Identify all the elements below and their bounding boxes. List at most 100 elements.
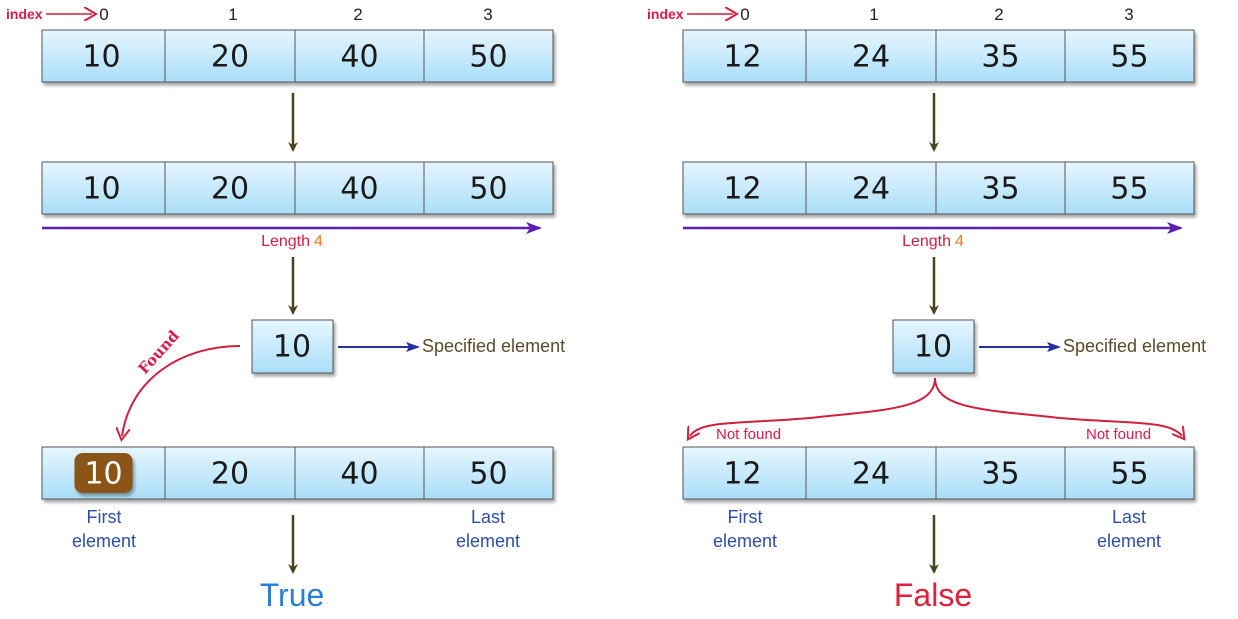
first-element-label: First xyxy=(87,507,122,527)
array-copy-frame xyxy=(41,161,554,215)
array-cell: 40 xyxy=(294,162,379,214)
not-found-right-arrow-icon xyxy=(934,377,1182,436)
specified-element-label: Specified element xyxy=(422,336,565,356)
search-value: 10 xyxy=(273,330,311,365)
cell-value: 10 xyxy=(82,40,120,75)
array-cell: 12 xyxy=(723,40,761,75)
search-element-box xyxy=(251,319,334,374)
result-label: False xyxy=(894,577,972,613)
array-copy: 12 24 35 55 xyxy=(682,161,1195,215)
index-number: 2 xyxy=(353,5,362,24)
array-cell: 10 xyxy=(74,453,133,493)
cell-value: 12 xyxy=(723,457,761,492)
found-arrow-icon xyxy=(122,345,241,436)
last-element-label: element xyxy=(1097,531,1161,551)
array-cell: 20 xyxy=(164,162,249,214)
index-number: 1 xyxy=(869,5,878,24)
array-cell: 55 xyxy=(1064,162,1149,214)
cell-value: 35 xyxy=(981,40,1019,75)
not-found-left-arrow-icon xyxy=(690,377,936,436)
cell-value: 55 xyxy=(1110,172,1148,207)
last-element-label: Last xyxy=(1112,507,1146,527)
length-label: Length xyxy=(902,233,951,250)
search-array-frame xyxy=(682,446,1195,500)
array-cell: 12 xyxy=(723,172,761,207)
cell-value: 40 xyxy=(340,172,378,207)
array-cell: 24 xyxy=(805,447,890,499)
cell-value: 10 xyxy=(84,457,122,492)
first-element-label: element xyxy=(713,531,777,551)
specified-element-label: Specified element xyxy=(1063,336,1206,356)
array-cell: 55 xyxy=(1064,30,1149,82)
array-cell: 20 xyxy=(164,447,249,499)
cell-value: 20 xyxy=(211,40,249,75)
cell-value: 40 xyxy=(340,457,378,492)
result-label: True xyxy=(260,577,325,613)
index-number: 2 xyxy=(994,5,1003,24)
cell-value: 55 xyxy=(1110,457,1148,492)
array-cell: 35 xyxy=(935,30,1020,82)
cell-value: 50 xyxy=(469,172,507,207)
length-label: Length xyxy=(261,233,310,250)
cell-value: 12 xyxy=(723,172,761,207)
cell-value: 50 xyxy=(469,457,507,492)
cell-value: 50 xyxy=(469,40,507,75)
array-cell: 55 xyxy=(1064,447,1149,499)
input-array: 10 20 40 50 xyxy=(41,29,554,83)
found-highlight xyxy=(74,453,133,493)
cell-value: 24 xyxy=(852,457,890,492)
array-cell: 50 xyxy=(423,162,508,214)
index-number: 0 xyxy=(740,5,749,24)
index-number: 3 xyxy=(1124,5,1133,24)
array-cell: 50 xyxy=(423,30,508,82)
cell-value: 55 xyxy=(1110,40,1148,75)
input-array: 12 24 35 55 xyxy=(682,29,1195,83)
array-cell: 20 xyxy=(164,30,249,82)
index-number: 1 xyxy=(228,5,237,24)
input-array-frame xyxy=(682,29,1195,83)
array-cell: 35 xyxy=(935,447,1020,499)
array-cell: 12 xyxy=(723,457,761,492)
search-array: 10 20 40 50 xyxy=(41,446,554,500)
search-value: 10 xyxy=(914,330,952,365)
cell-value: 10 xyxy=(82,172,120,207)
cell-value: 24 xyxy=(852,40,890,75)
array-cell: 50 xyxy=(423,447,508,499)
array-copy: 10 20 40 50 xyxy=(41,161,554,215)
not-found-label-left: Not found xyxy=(716,426,781,443)
first-element-label: First xyxy=(728,507,763,527)
length-value: 4 xyxy=(955,233,964,250)
array-copy-frame xyxy=(682,161,1195,215)
cell-value: 20 xyxy=(211,172,249,207)
length-value: 4 xyxy=(314,233,323,250)
index-number: 0 xyxy=(99,5,108,24)
array-cell: 10 xyxy=(82,172,120,207)
last-element-label: Last xyxy=(471,507,505,527)
array-cell: 24 xyxy=(805,162,890,214)
search-array: 12 24 35 55 xyxy=(682,446,1195,500)
array-cell: 40 xyxy=(294,30,379,82)
cell-value: 24 xyxy=(852,172,890,207)
cell-value: 35 xyxy=(981,172,1019,207)
search-element-box xyxy=(892,319,975,374)
array-cell: 24 xyxy=(805,30,890,82)
index-label: index xyxy=(647,6,684,22)
array-cell: 40 xyxy=(294,447,379,499)
first-element-label: element xyxy=(72,531,136,551)
cell-value: 12 xyxy=(723,40,761,75)
cell-value: 35 xyxy=(981,457,1019,492)
array-cell: 35 xyxy=(935,162,1020,214)
cell-value: 40 xyxy=(340,40,378,75)
index-number: 3 xyxy=(483,5,492,24)
cell-value: 20 xyxy=(211,457,249,492)
input-array-frame xyxy=(41,29,554,83)
not-found-label-right: Not found xyxy=(1086,426,1151,443)
index-label: index xyxy=(6,6,43,22)
array-cell: 10 xyxy=(82,40,120,75)
last-element-label: element xyxy=(456,531,520,551)
